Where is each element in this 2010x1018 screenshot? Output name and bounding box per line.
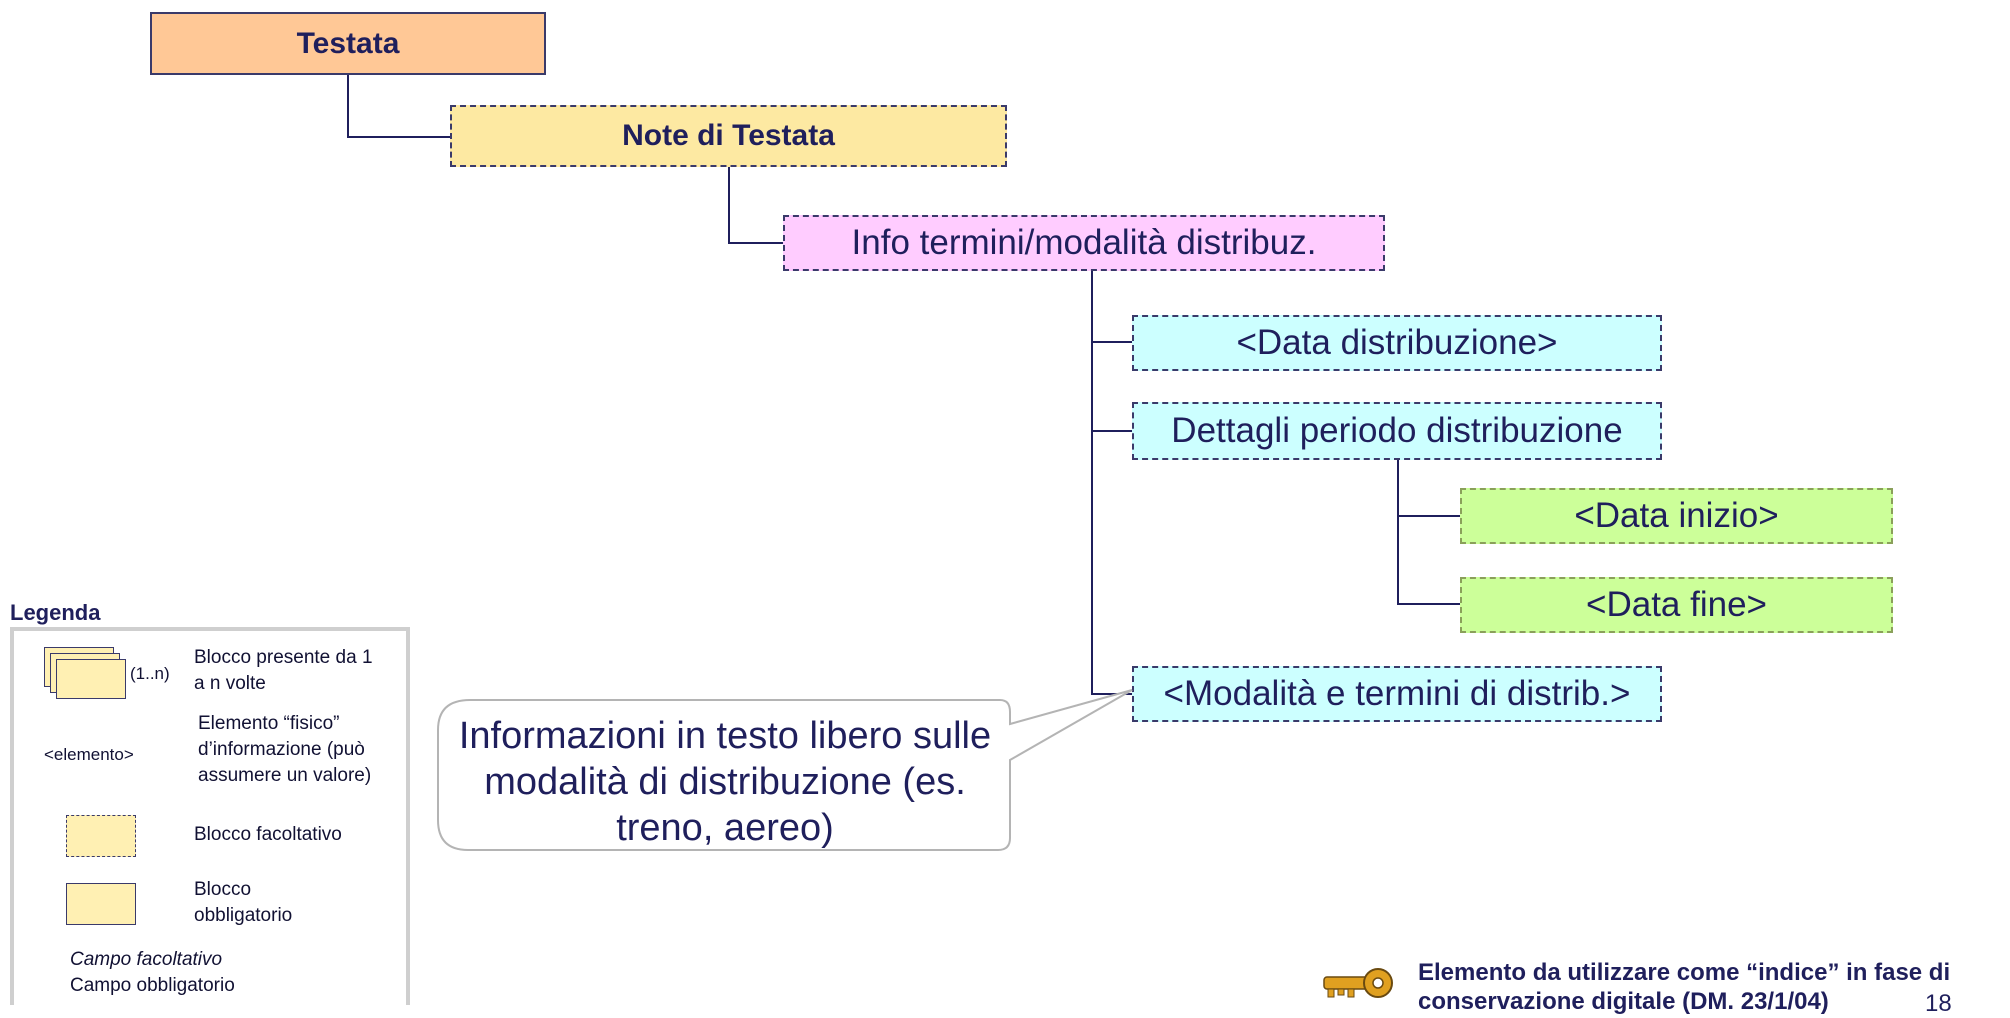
legend-multiplicity: (1..n): [130, 664, 170, 683]
callout-text: Informazioni in testo libero sulle modal…: [458, 715, 992, 849]
node-testata: Testata: [150, 12, 546, 75]
legend-multi-desc-1: Blocco presente da 1: [194, 647, 373, 668]
legend-panel: (1..n) Blocco presente da 1 a n volte <e…: [10, 627, 410, 1005]
legend-mandatory-field: Campo obbligatorio: [70, 975, 235, 996]
legend-stack-swatch-front: [56, 659, 126, 699]
connector-note-info: [728, 167, 783, 244]
node-data-inizio: <Data inizio>: [1460, 488, 1893, 544]
connector-dettagli-trunk: [1397, 460, 1460, 605]
footer-note-line-2: conservazione digitale (DM. 23/1/04): [1418, 988, 1829, 1015]
legend-optional-field: Campo facoltativo: [70, 949, 223, 970]
node-dettagli-periodo: Dettagli periodo distribuzione: [1132, 402, 1662, 460]
node-note-testata: Note di Testata: [450, 105, 1007, 167]
legend-element-desc-2: d’informazione (può: [198, 739, 365, 760]
node-info-termini: Info termini/modalità distribuz.: [783, 215, 1385, 271]
node-modalita-termini: <Modalità e termini di distrib.>: [1132, 666, 1662, 722]
node-data-distribuzione: <Data distribuzione>: [1132, 315, 1662, 371]
legend-optional-block: Blocco facoltativo: [194, 824, 342, 845]
callout-shape: [437, 689, 1133, 851]
page-number: 18: [1925, 990, 1952, 1017]
legend-element-desc-3: assumere un valore): [198, 765, 372, 786]
footer-note-line-1: Elemento da utilizzare come “indice” in …: [1418, 959, 1951, 986]
legend-element-tag: <elemento>: [44, 745, 134, 764]
legend-mandatory-swatch: [66, 883, 136, 925]
legend-optional-swatch: [66, 815, 136, 857]
node-data-fine: <Data fine>: [1460, 577, 1893, 633]
connector-testata-note: [347, 75, 450, 138]
legend-multi-desc-2: a n volte: [194, 673, 266, 694]
legend-element-desc-1: Elemento “fisico”: [198, 713, 340, 734]
legend-mandatory-block-2: obbligatorio: [194, 905, 293, 926]
legend-title: Legenda: [10, 600, 101, 625]
legend-mandatory-block-1: Blocco: [194, 879, 252, 900]
key-icon: [1323, 968, 1393, 998]
footer-note: Elemento da utilizzare come “indice” in …: [1418, 958, 2010, 1016]
